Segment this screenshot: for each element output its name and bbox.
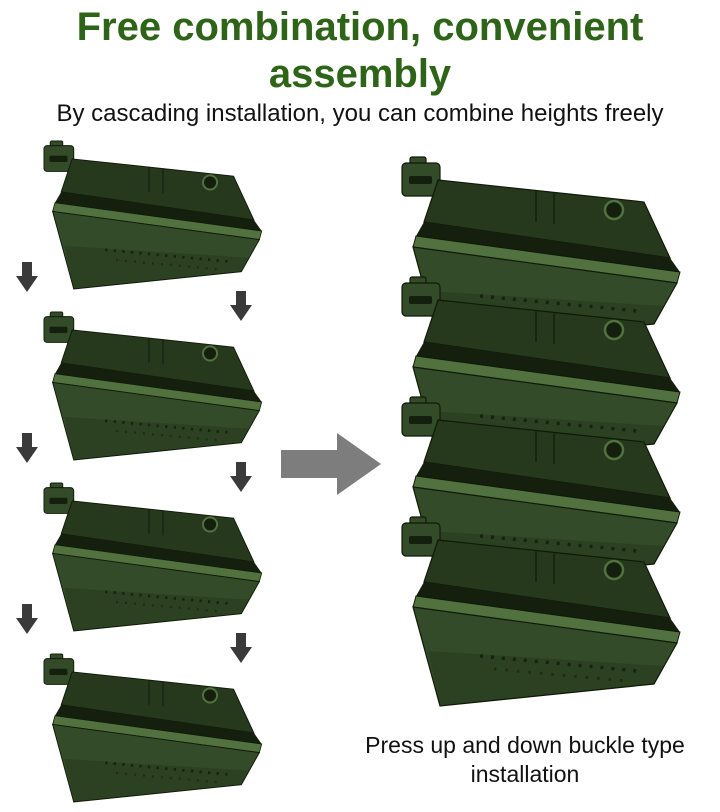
page-subtitle: By cascading installation, you can combi… [56,100,664,127]
planter-illustration [33,311,268,464]
planter-illustration [33,653,268,806]
assembled-planters-stack [400,156,682,708]
page-title: Free combination, convenient assembly [76,5,644,97]
down-arrow-icon [16,604,38,634]
down-arrow-icon [230,462,252,492]
planter-illustration [33,140,268,293]
down-arrow-icon [230,291,252,321]
down-arrow-icon [230,633,252,663]
down-arrow-icon [16,433,38,463]
down-arrow-icon [16,262,38,292]
right-arrow-icon [281,433,381,495]
planter-illustration [33,482,268,635]
installation-caption: Press up and down buckle type installati… [365,732,685,787]
